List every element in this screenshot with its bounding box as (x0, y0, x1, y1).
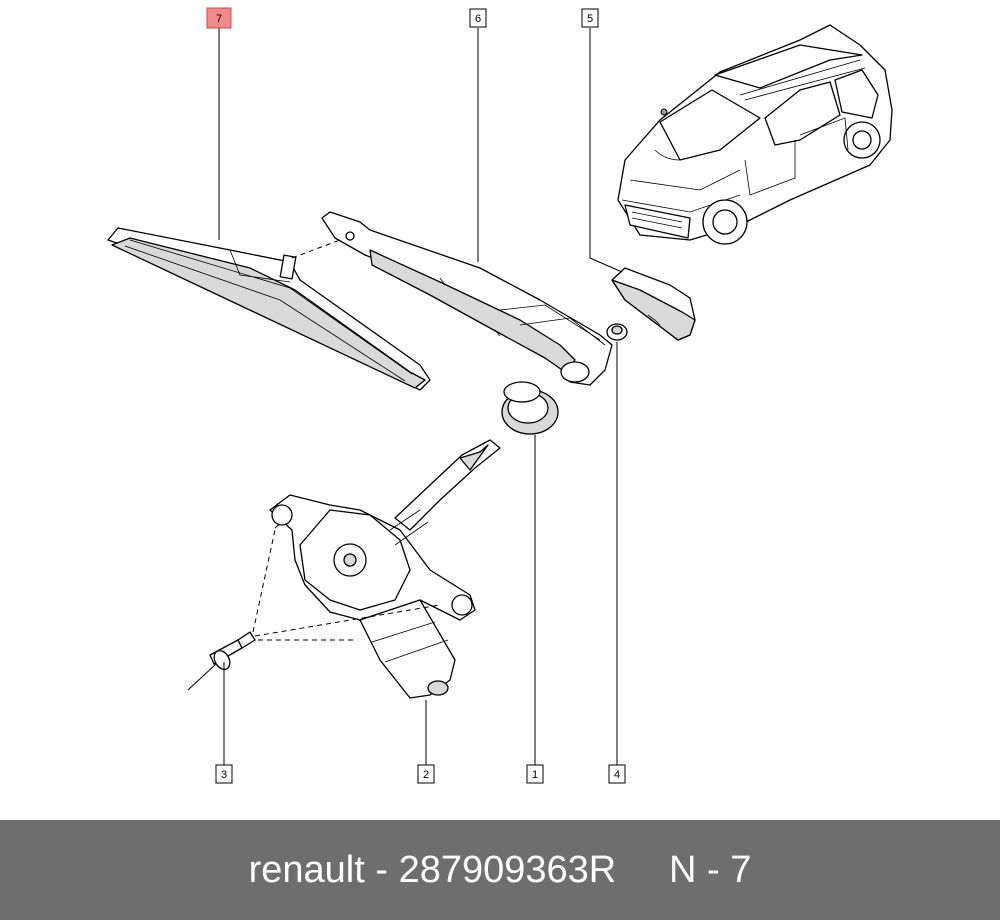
brand-name: renault (248, 848, 365, 891)
callout-6-label: 6 (475, 13, 481, 25)
spacer (616, 849, 669, 892)
separator: - (364, 848, 399, 891)
leader-lines (218, 28, 623, 765)
callout-6: 6 (469, 8, 487, 28)
callout-1-label: 1 (532, 769, 538, 781)
callout-7: 7 (206, 7, 232, 29)
cover-cap-part-5 (611, 267, 696, 341)
callout-2-label: 2 (423, 769, 429, 781)
callout-2: 2 (417, 764, 435, 784)
nut-part-4 (606, 323, 628, 341)
wiper-arm-part-6 (321, 211, 613, 386)
callout-4: 4 (608, 764, 626, 784)
callout-4-label: 4 (614, 769, 620, 781)
rivet-part-3 (187, 631, 256, 691)
wiper-blade-part-7 (107, 227, 431, 391)
callout-3-label: 3 (221, 769, 227, 781)
position-code: N - 7 (669, 848, 752, 891)
assembly-lines (252, 239, 441, 641)
callout-1: 1 (526, 764, 544, 784)
callout-5-label: 5 (587, 13, 593, 25)
callout-7-label: 7 (216, 13, 222, 25)
callout-5: 5 (581, 8, 599, 28)
wiper-motor-part-2 (269, 439, 501, 699)
parts-diagram: 7 6 5 3 2 1 4 (107, 7, 893, 784)
callout-3: 3 (215, 764, 233, 784)
part-number: 287909363R (398, 848, 617, 891)
grommet-part-1 (501, 381, 559, 435)
car-illustration (617, 24, 893, 245)
footer-banner: renault - 287909363R N - 7 (0, 820, 1000, 920)
